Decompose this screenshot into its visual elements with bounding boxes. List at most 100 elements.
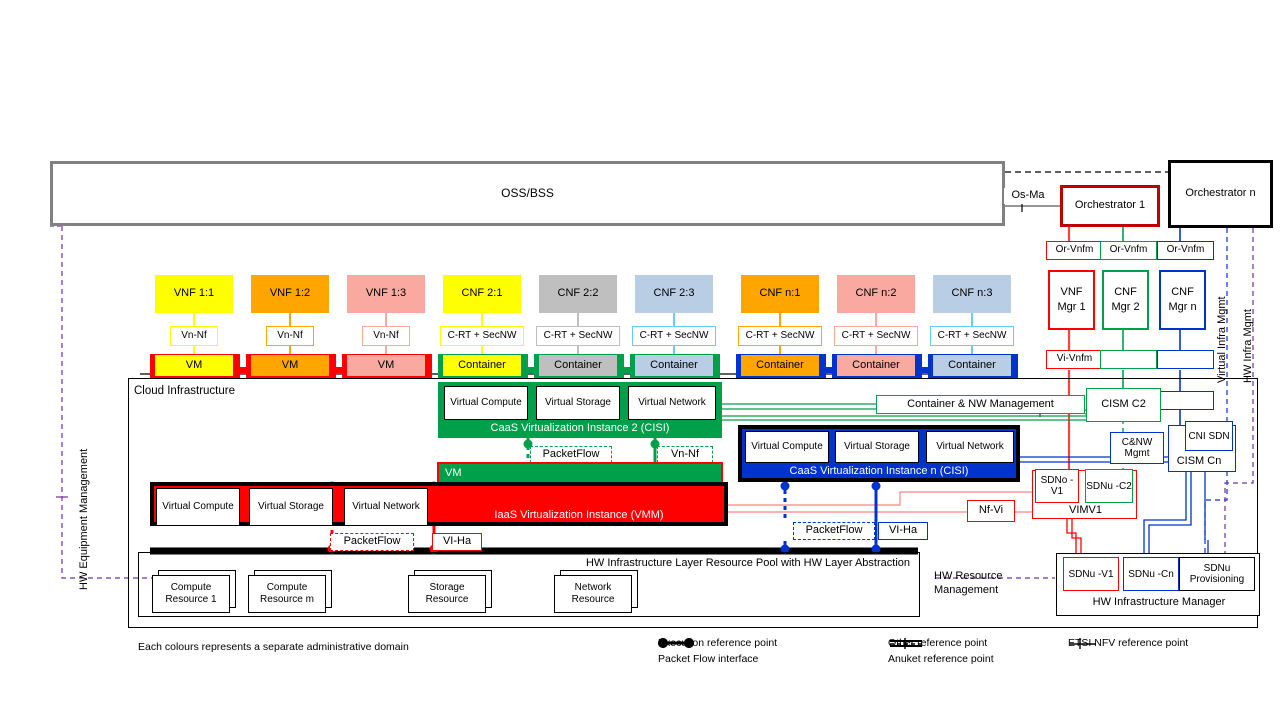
- caasn-virtual-network[interactable]: Virtual Network: [926, 431, 1014, 463]
- nf-reference-point-3: C-RT + SecNW: [440, 326, 524, 346]
- cnf-mgr-2-vi-vnfm-ref: [1100, 350, 1157, 369]
- cloud-infrastructure-frame: [128, 378, 1258, 628]
- nf-execution-label: VM: [281, 358, 299, 371]
- cism-c2-box[interactable]: CISM C2: [1086, 388, 1161, 422]
- nf-execution-box-4[interactable]: Container: [539, 355, 617, 376]
- caas2-packetflow-ref: PacketFlow: [530, 446, 612, 463]
- nf-reference-label: C-RT + SecNW: [745, 329, 815, 341]
- cnf-mgr-n-box[interactable]: CNF Mgr n: [1159, 270, 1206, 330]
- nf-execution-label: Container: [650, 358, 698, 371]
- nf-reference-label: Vn-Nf: [373, 329, 399, 341]
- legend-item-other-reference-point: Other reference point: [888, 637, 988, 649]
- nf-reference-label: C-RT + SecNW: [841, 329, 911, 341]
- nf-reference-label: C-RT + SecNW: [937, 329, 1007, 341]
- os-ma-reference-point: Os-Ma: [1004, 188, 1052, 204]
- hw-resource-pool-box: [138, 552, 920, 617]
- nf-reference-point-2: Vn-Nf: [362, 326, 410, 346]
- cism-cn-box[interactable]: CNI SDN CISM Cn: [1168, 421, 1236, 472]
- orchestrator-n-box[interactable]: Orchestrator n: [1168, 160, 1273, 228]
- legend-item-etsi-nfv-reference-point: ETSI NFV reference point: [1068, 637, 1189, 649]
- or-vnfm-label: Or-Vnfm: [1055, 244, 1094, 256]
- caas2-vn-nf-ref: Vn-Nf: [657, 446, 713, 463]
- oss-bss-box[interactable]: OSS/BSS: [50, 161, 1005, 226]
- cnf-mgr-n-label: CNF Mgr n: [1168, 286, 1197, 313]
- iaas-virtual-network[interactable]: Virtual Network: [344, 488, 428, 526]
- sdnu-provisioning-box[interactable]: SDNu Provisioning: [1179, 557, 1255, 591]
- caas-instance-n-box[interactable]: Virtual Compute Virtual Storage Virtual …: [738, 425, 1020, 482]
- orchestrator-n-label: Orchestrator n: [1185, 187, 1256, 200]
- sdnu-c2-box[interactable]: SDNu -C2: [1085, 469, 1133, 503]
- nf-box-8[interactable]: CNF n:3: [933, 275, 1011, 313]
- vnf-mgr-1-label: VNF Mgr 1: [1057, 286, 1086, 313]
- nf-reference-point-0: Vn-Nf: [170, 326, 218, 346]
- nf-execution-box-5[interactable]: Container: [635, 355, 713, 376]
- nf-execution-box-3[interactable]: Container: [443, 355, 521, 376]
- nf-execution-label: VM: [377, 358, 395, 371]
- cni-sdn-box[interactable]: CNI SDN: [1185, 421, 1233, 451]
- sdnu-v1-box[interactable]: SDNu -V1: [1063, 557, 1119, 591]
- vnf-mgr-1-or-vnfm-ref: Or-Vnfm: [1046, 241, 1103, 260]
- hw-equipment-management-label: HW Equipment Management: [78, 448, 90, 590]
- nf-reference-label: C-RT + SecNW: [543, 329, 613, 341]
- nf-reference-label: C-RT + SecNW: [639, 329, 709, 341]
- nf-label: VNF 1:3: [365, 287, 407, 300]
- nf-execution-label: Container: [458, 358, 506, 371]
- nf-box-1[interactable]: VNF 1:2: [251, 275, 329, 313]
- hw-resource-management-label: HW Resource Management: [934, 570, 1003, 596]
- caas2-virtual-storage[interactable]: Virtual Storage: [536, 386, 620, 420]
- cnf-mgr-n-or-vnfm-ref: Or-Vnfm: [1157, 241, 1214, 260]
- iaas-virtual-storage[interactable]: Virtual Storage: [249, 488, 333, 526]
- orchestrator-1-box[interactable]: Orchestrator 1: [1060, 185, 1160, 227]
- caas2-virtual-network[interactable]: Virtual Network: [628, 386, 716, 420]
- caasn-virtual-storage[interactable]: Virtual Storage: [835, 431, 919, 463]
- nf-reference-point-1: Vn-Nf: [266, 326, 314, 346]
- nf-reference-point-7: C-RT + SecNW: [834, 326, 918, 346]
- container-nw-management-box[interactable]: Container & NW Management: [876, 395, 1085, 414]
- nf-reference-label: Vn-Nf: [181, 329, 207, 341]
- hw-resource-1[interactable]: Compute Resource m: [248, 575, 326, 613]
- caas2-vm-bar[interactable]: VM: [437, 462, 723, 484]
- hw-resource-2[interactable]: Storage Resource: [408, 575, 486, 613]
- caas2-virtual-compute[interactable]: Virtual Compute: [444, 386, 528, 420]
- cnw-mgmt-box[interactable]: C&NW Mgmt: [1110, 432, 1164, 464]
- caas-instance-2-box[interactable]: Virtual Compute Virtual Storage Virtual …: [438, 382, 722, 438]
- legend-item-anuket-reference-point: Anuket reference point: [888, 640, 994, 665]
- nf-box-4[interactable]: CNF 2:2: [539, 275, 617, 313]
- vnf-mgr-1-box[interactable]: VNF Mgr 1: [1048, 270, 1095, 330]
- legend: Each colours represents a separate admin…: [138, 637, 1268, 677]
- cnf-mgr-2-box[interactable]: CNF Mgr 2: [1102, 270, 1149, 330]
- vnf-mgr-1-vi-vnfm-ref: Vi-Vnfm: [1046, 350, 1103, 369]
- nf-execution-box-1[interactable]: VM: [251, 355, 329, 376]
- hw-resource-0[interactable]: Compute Resource 1: [152, 575, 230, 613]
- iaas-instance-box[interactable]: Virtual Compute Virtual Storage Virtual …: [150, 482, 728, 526]
- nf-box-2[interactable]: VNF 1:3: [347, 275, 425, 313]
- nf-box-0[interactable]: VNF 1:1: [155, 275, 233, 313]
- nf-execution-box-7[interactable]: Container: [837, 355, 915, 376]
- nf-box-3[interactable]: CNF 2:1: [443, 275, 521, 313]
- nf-execution-box-8[interactable]: Container: [933, 355, 1011, 376]
- nf-execution-box-0[interactable]: VM: [155, 355, 233, 376]
- hw-infrastructure-manager-box[interactable]: SDNu -V1 SDNu -Cn SDNu Provisioning HW I…: [1056, 553, 1260, 616]
- hw-resource-pool-title: HW Infrastructure Layer Resource Pool wi…: [585, 557, 910, 569]
- nf-execution-box-2[interactable]: VM: [347, 355, 425, 376]
- sdnu-cn-box[interactable]: SDNu -Cn: [1123, 557, 1179, 591]
- vimv1-box[interactable]: SDNo -V1 SDNu -C2 VIMV1: [1032, 469, 1137, 519]
- hw-resource-label: Network Resource: [571, 581, 615, 606]
- hw-resource-3[interactable]: Network Resource: [554, 575, 632, 613]
- hw-resource-label: Compute Resource m: [260, 581, 314, 606]
- caasn-virtual-compute[interactable]: Virtual Compute: [745, 431, 829, 463]
- nf-reference-label: Vn-Nf: [277, 329, 303, 341]
- sdno-v1-box[interactable]: SDNo -V1: [1035, 469, 1079, 503]
- legend-note: Each colours represents a separate admin…: [138, 641, 409, 653]
- nf-label: CNF n:1: [759, 287, 801, 300]
- nf-box-5[interactable]: CNF 2:3: [635, 275, 713, 313]
- hw-resource-label: Compute Resource 1: [165, 581, 217, 606]
- nf-execution-box-6[interactable]: Container: [741, 355, 819, 376]
- nf-box-6[interactable]: CNF n:1: [741, 275, 819, 313]
- caasn-title: CaaS Virtualization Instance n (CISI): [789, 464, 969, 477]
- cnf-mgr-2-label: CNF Mgr 2: [1111, 286, 1140, 313]
- iaas-virtual-compute[interactable]: Virtual Compute: [156, 488, 240, 526]
- nf-box-7[interactable]: CNF n:2: [837, 275, 915, 313]
- nf-execution-label: Container: [756, 358, 804, 371]
- vimv1-label: VIMV1: [1068, 503, 1102, 516]
